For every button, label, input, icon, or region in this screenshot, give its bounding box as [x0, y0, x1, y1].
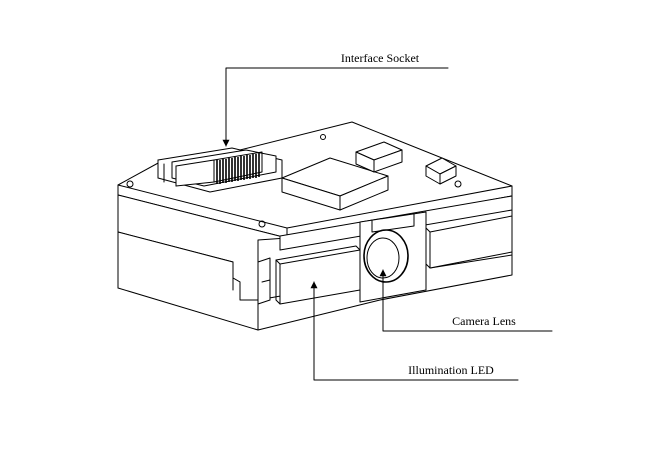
callout-illumination-led: Illumination LED	[310, 281, 519, 381]
interface-socket-connector	[157, 147, 283, 193]
main-ic-chip	[281, 157, 389, 211]
connector-pins	[216, 153, 260, 184]
lens-housing	[359, 211, 427, 303]
callout-camera-lens: Camera Lens	[379, 269, 553, 332]
interface-socket-label: Interface Socket	[341, 51, 420, 65]
right-component	[425, 157, 457, 185]
small-component	[355, 141, 403, 173]
housing-left-side	[117, 194, 288, 331]
callout-interface-socket: Interface Socket	[222, 51, 449, 147]
camera-lens-ring	[363, 229, 409, 283]
illumination-led-label: Illumination LED	[408, 363, 494, 377]
camera-lens-label: Camera Lens	[452, 314, 516, 328]
scan-engine-module	[117, 121, 513, 331]
